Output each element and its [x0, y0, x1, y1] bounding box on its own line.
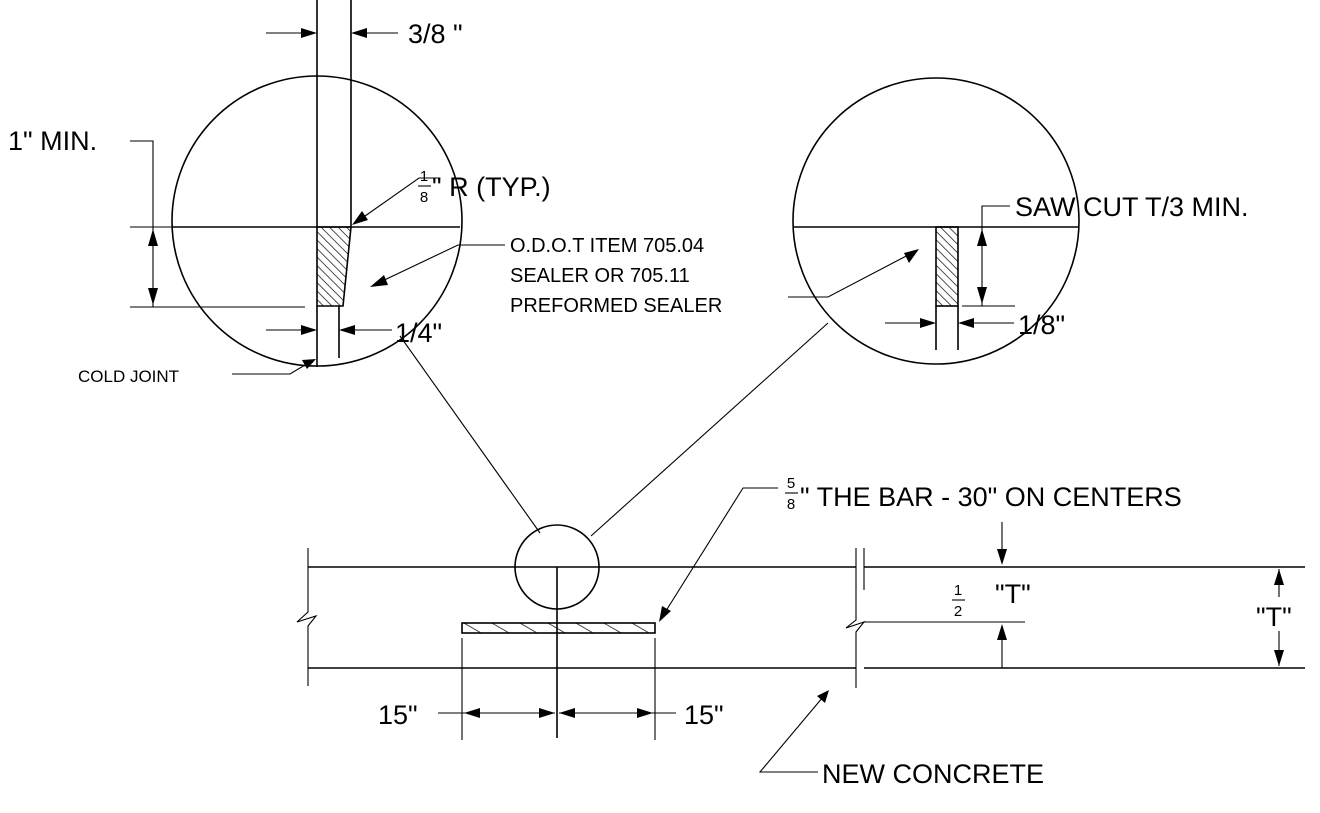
label-cold-joint: COLD JOINT: [78, 367, 179, 386]
right-sealer-arrowhead: [904, 249, 919, 263]
slab-section: 5 8 " THE BAR - 30" ON CENTERS 15" 15" 1…: [296, 475, 1306, 789]
dim-15-left-outer-arrow: [464, 708, 480, 718]
one-min-leader: [130, 140, 154, 307]
t-dim-arrow-bottom: [1274, 650, 1284, 666]
right-detail-circle: [792, 77, 1080, 365]
new-concrete-arrowhead: [817, 690, 829, 703]
dim-38-right-arrowhead: [351, 28, 367, 38]
label-three-eighths: 3/8 ": [408, 19, 463, 49]
saw-cut-arrow-top: [977, 229, 987, 246]
label-odot-line3: PREFORMED SEALER: [510, 295, 722, 317]
dim-14-left-arrowhead: [301, 325, 317, 335]
dim-18-left-arrowhead: [920, 318, 936, 328]
tie-bar: [461, 622, 656, 634]
dim-15-right-outer-arrow: [637, 708, 653, 718]
sealer-leader: [375, 244, 505, 285]
label-radius-frac-num: 1: [420, 168, 428, 185]
saw-cut-fill: [935, 226, 959, 307]
label-odot-line2: SEALER OR 705.11: [510, 265, 690, 287]
label-odot-line1: O.D.O.T ITEM 705.04: [510, 235, 704, 257]
radius-leader-arrowhead: [352, 211, 368, 225]
left-break-line: [296, 548, 318, 686]
right-break-line: [845, 548, 866, 688]
t-dim-arrow-top: [1274, 569, 1284, 585]
label-one-inch-min: 1" MIN.: [8, 126, 97, 156]
sealer-note: O.D.O.T ITEM 705.04 SEALER OR 705.11 PRE…: [370, 235, 722, 317]
left-detail-connector: [399, 335, 541, 534]
half-t-bottom-arrowhead: [997, 624, 1007, 640]
label-radius-typ: " R (TYP.): [432, 172, 551, 202]
bar-leader-arrowhead: [659, 606, 671, 622]
dim-15-left-inner-arrow: [539, 708, 555, 718]
cold-joint-arrowhead: [302, 359, 316, 369]
label-left-15: 15": [378, 700, 418, 730]
sealer-leader-arrowhead: [370, 275, 388, 287]
dim-38-left-arrowhead: [301, 28, 317, 38]
left-detail: 3/8 " 1" MIN. 1 8 " R (TYP.) 1/4" COLD J…: [8, 0, 551, 386]
one-min-arrow-bottom: [148, 288, 158, 305]
label-quarter: 1/4": [395, 318, 442, 348]
right-detail-connector: [590, 322, 829, 537]
label-t: "T": [1256, 602, 1292, 632]
label-half-den: 2: [954, 603, 962, 620]
one-min-arrow-top: [148, 229, 158, 246]
label-bar-spec: " THE BAR - 30" ON CENTERS: [800, 482, 1182, 512]
bar-leader: [663, 487, 778, 615]
label-eighth: 1/8": [1018, 310, 1065, 340]
cold-joint-leader: [232, 361, 311, 375]
label-new-concrete: NEW CONCRETE: [822, 759, 1044, 789]
label-half-t: "T": [995, 579, 1031, 609]
radius-leader: [357, 177, 440, 222]
saw-cut-arrow-bottom: [977, 287, 987, 304]
left-sealer-fill: [316, 226, 352, 307]
label-right-15: 15": [684, 700, 724, 730]
dim-15-right-inner-arrow: [559, 708, 575, 718]
label-radius-frac-den: 8: [420, 189, 428, 206]
right-sealer-leader: [788, 252, 913, 298]
dim-18-right-arrowhead: [958, 318, 974, 328]
right-detail: SAW CUT T/3 MIN. 1/8": [788, 77, 1249, 365]
label-half-num: 1: [954, 582, 962, 599]
t-label-bg: [1254, 597, 1306, 631]
dim-14-right-arrowhead: [339, 325, 355, 335]
label-saw-cut: SAW CUT T/3 MIN.: [1015, 192, 1249, 222]
label-bar-frac-num: 5: [787, 475, 795, 492]
new-concrete-leader: [758, 696, 824, 773]
saw-cut-leader: [981, 205, 1010, 306]
label-bar-frac-den: 8: [787, 496, 795, 513]
half-t-top-arrowhead: [997, 549, 1007, 565]
